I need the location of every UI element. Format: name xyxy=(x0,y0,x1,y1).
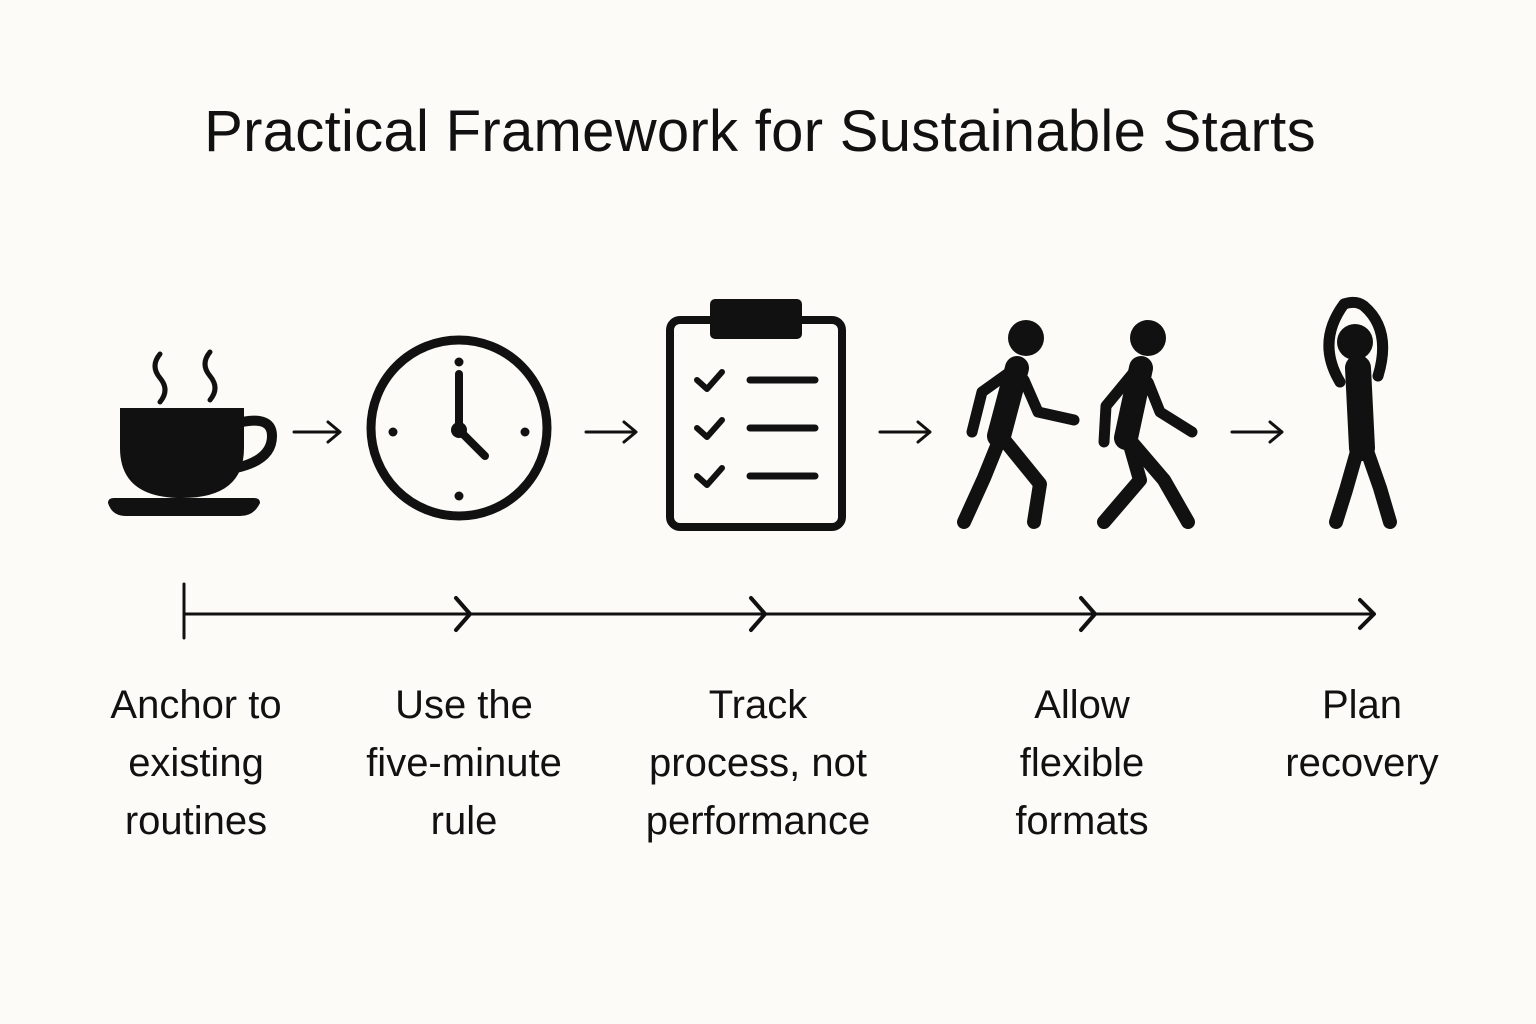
diagram-title: Practical Framework for Sustainable Star… xyxy=(204,99,1316,164)
step-label-2: Use the five-minute rule xyxy=(366,683,562,843)
coffee-cup-icon xyxy=(108,349,278,516)
step-label-4: Allow flexible formats xyxy=(1015,683,1149,843)
checklist-clipboard-icon xyxy=(666,299,846,531)
arrow-right-icon xyxy=(292,420,342,444)
stretching-person-icon xyxy=(1323,296,1397,529)
step-label-3: Track process, not performance xyxy=(645,683,871,843)
arrow-right-icon xyxy=(878,420,932,444)
walking-person-icon xyxy=(957,320,1080,529)
arrow-right-icon xyxy=(584,420,638,444)
timeline-axis xyxy=(182,582,1376,640)
clock-icon xyxy=(366,335,552,521)
arrow-right-icon xyxy=(1230,420,1284,444)
walking-people-icon xyxy=(957,320,1198,529)
step-label-5: Plan recovery xyxy=(1285,683,1439,785)
step-label-1: Anchor to existing routines xyxy=(110,683,282,843)
walking-person-icon xyxy=(1097,320,1198,529)
